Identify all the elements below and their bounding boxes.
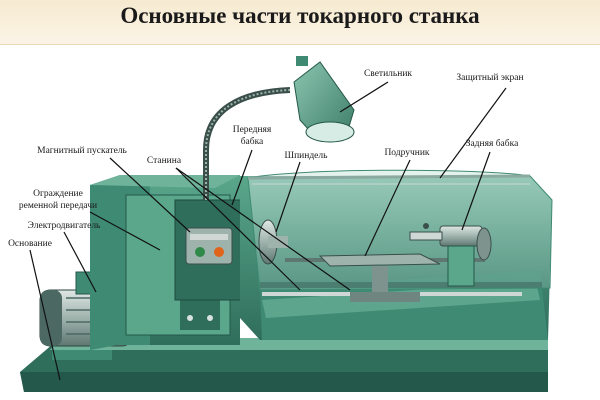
leader-bed-2	[175, 167, 301, 291]
label-spindle: Шпиндель	[285, 151, 329, 161]
tailstock-part	[409, 223, 492, 287]
label-headstock-line2: бабка	[241, 136, 264, 147]
label-screen: Защитный экран	[456, 72, 523, 83]
leader-starter	[109, 157, 191, 233]
label-tool-rest: Подручник	[384, 148, 429, 158]
label-base: Основание	[8, 239, 52, 249]
leader-tool-rest	[364, 159, 411, 257]
tool-rest-part	[318, 253, 441, 302]
label-belt-guard-line1: Ограждение	[33, 189, 83, 199]
label-bed: Станина	[147, 156, 182, 166]
leader-motor	[63, 231, 97, 293]
orange-button-icon	[214, 247, 224, 257]
label-magnetic-starter: Магнитный пускатель	[37, 145, 127, 156]
headstock-part	[174, 199, 246, 301]
lamp-part	[203, 56, 355, 200]
leader-bed-1	[175, 167, 351, 291]
leader-lines	[29, 81, 507, 381]
leader-headstock	[231, 149, 253, 206]
title-bar	[0, 0, 600, 45]
label-lamp: Светильник	[364, 69, 412, 79]
label-headstock-line1: Передняя	[233, 125, 272, 135]
label-motor: Электродвигатель	[28, 221, 101, 231]
leader-lamp	[339, 81, 389, 113]
label-belt-guard-line2: ременной передачи	[19, 200, 97, 211]
green-button-icon	[195, 247, 205, 257]
label-tailstock: Задняя бабка	[466, 138, 519, 149]
page-title: Основные части токарного станка	[120, 3, 480, 28]
leader-base	[29, 249, 61, 381]
spindle-part	[258, 219, 288, 265]
leader-spindle	[275, 161, 301, 233]
leader-tailstock	[461, 151, 491, 231]
protective-screen-part	[247, 169, 553, 291]
leader-belt-guard	[89, 211, 161, 251]
leader-screen	[439, 87, 507, 179]
